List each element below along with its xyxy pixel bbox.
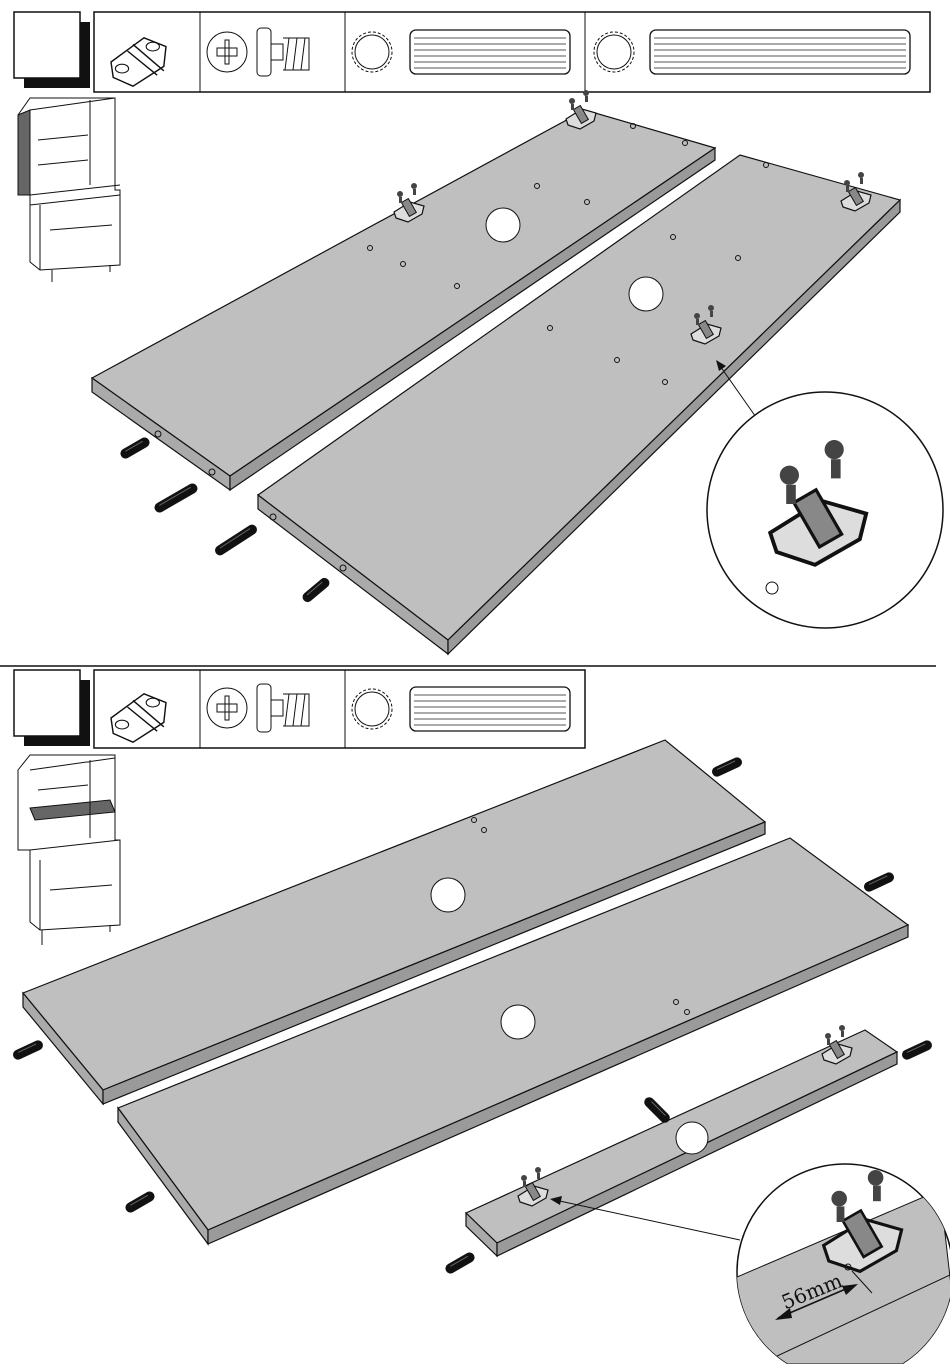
part-label-circle	[430, 877, 466, 913]
cabinet-thumbnail	[17, 754, 121, 945]
panel-top-2	[256, 154, 902, 656]
dowel-end-icon	[593, 31, 635, 73]
step-1-header	[13, 11, 931, 93]
dowel-end-icon	[351, 688, 393, 730]
short-dowel-icon	[409, 29, 571, 75]
detail-magnifier-2	[736, 1163, 950, 1364]
dowel-end-icon	[351, 31, 393, 73]
panel-bottom-1	[22, 739, 767, 1106]
panel-top-1	[90, 89, 717, 492]
part-label-circle	[628, 276, 664, 312]
part-label-circle	[485, 207, 521, 243]
detail-magnifier-1	[706, 391, 944, 629]
step-2-number-box	[13, 669, 91, 747]
part-label-circle	[675, 1121, 709, 1155]
part-label-circle	[500, 1004, 536, 1040]
step-2-header	[13, 669, 586, 749]
detail-arrow	[550, 1196, 741, 1241]
panel-bottom-narrow	[464, 1024, 899, 1258]
cabinet-thumbnail	[17, 97, 121, 282]
panel-bottom-2	[117, 837, 910, 1246]
step-1-number-box	[13, 11, 91, 89]
short-dowel-icon	[409, 686, 571, 732]
long-dowel-icon	[649, 29, 911, 75]
detail-arrow	[716, 360, 759, 421]
